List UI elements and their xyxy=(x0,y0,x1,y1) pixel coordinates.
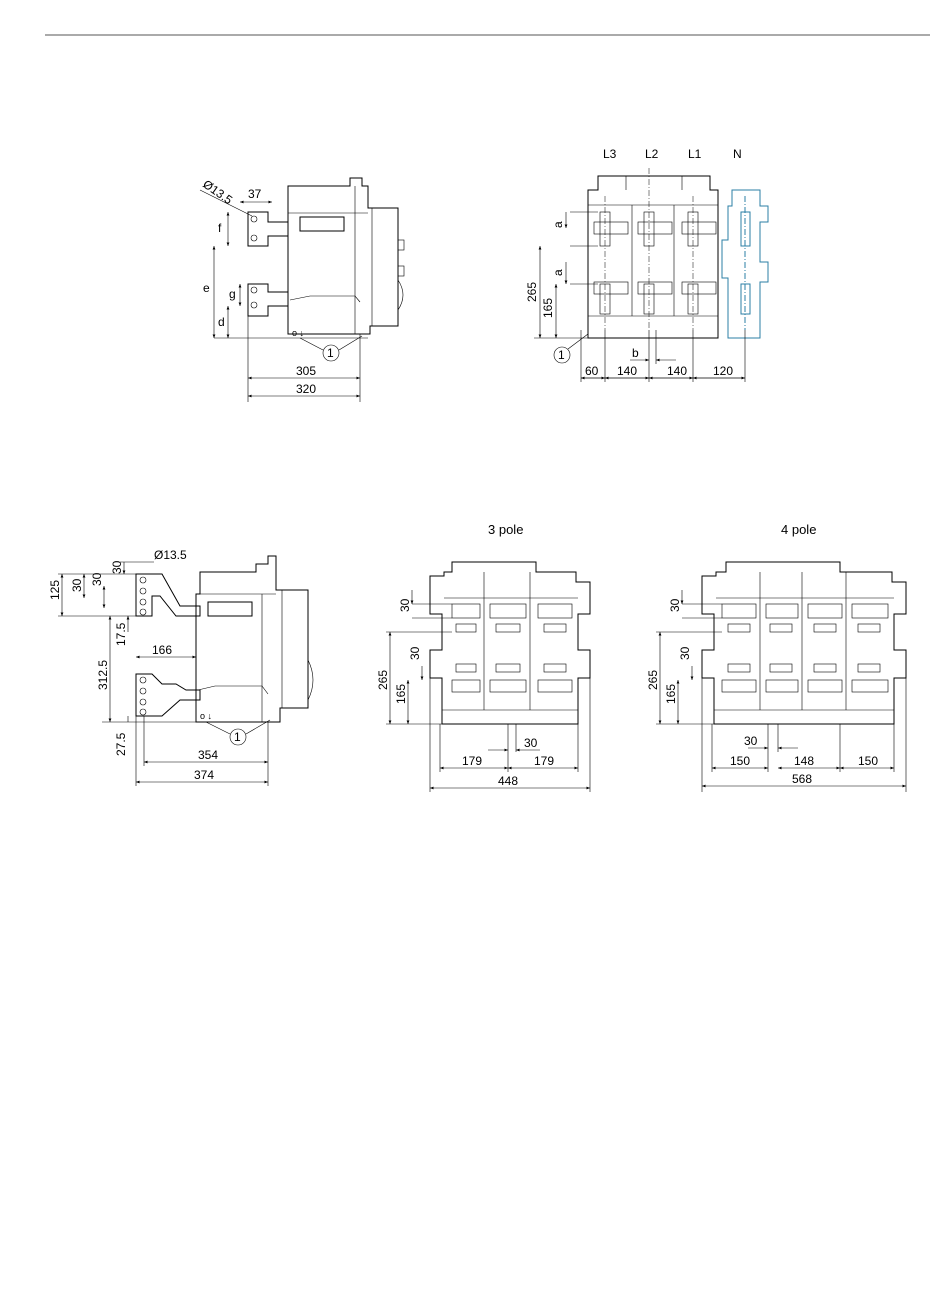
bolt-hole-icon xyxy=(140,588,146,594)
dim-17-5: 17.5 xyxy=(114,622,128,646)
dim-30-a: 30 xyxy=(70,578,84,592)
dim-265: 265 xyxy=(525,282,539,302)
three-pole-view: 3 pole 265 165 30 30 30 179 179 xyxy=(376,522,590,792)
bolt-hole-icon xyxy=(140,609,146,615)
dim-f: f xyxy=(218,221,222,235)
dim-165: 165 xyxy=(394,684,408,704)
dim-a-bottom: a xyxy=(551,269,565,276)
dim-30-w: 30 xyxy=(524,736,538,750)
dim-354: 354 xyxy=(198,748,218,762)
svg-text:o ↓: o ↓ xyxy=(292,328,304,338)
dim-320: 320 xyxy=(296,382,316,396)
dim-d: d xyxy=(218,315,225,329)
dim-60: 60 xyxy=(585,364,599,378)
dim-265: 265 xyxy=(646,670,660,690)
bolt-hole-icon xyxy=(140,688,146,694)
top-right-front-view: L3 L2 L1 N xyxy=(525,147,768,382)
dim-30-b: 30 xyxy=(90,572,104,586)
dim-140-b: 140 xyxy=(667,364,687,378)
svg-text:o ↓: o ↓ xyxy=(200,711,212,721)
dim-568: 568 xyxy=(792,772,812,786)
hole-diameter-label: Ø13.5 xyxy=(154,548,187,562)
dim-30-a: 30 xyxy=(398,598,412,612)
dim-165: 165 xyxy=(541,298,555,318)
bolt-hole-icon xyxy=(140,709,146,715)
pole-label-l2: L2 xyxy=(645,147,659,161)
bottom-left-side-view: Ø13.5 125 30 30 30 312.5 17.5 27.5 166 3… xyxy=(48,548,313,786)
dim-148: 148 xyxy=(794,754,814,768)
callout-number: 1 xyxy=(327,346,334,360)
bolt-hole-icon xyxy=(251,302,257,308)
callout-number: 1 xyxy=(558,348,565,362)
bolt-hole-icon xyxy=(251,216,257,222)
dim-30-b: 30 xyxy=(408,646,422,660)
dim-120: 120 xyxy=(713,364,733,378)
dim-166: 166 xyxy=(152,643,172,657)
three-pole-title: 3 pole xyxy=(488,522,523,537)
dim-448: 448 xyxy=(498,774,518,788)
dim-30-b: 30 xyxy=(678,646,692,660)
dim-a-top: a xyxy=(551,221,565,228)
dim-265: 265 xyxy=(376,670,390,690)
pole-label-l3: L3 xyxy=(603,147,617,161)
four-pole-view: 4 pole 265 165 30 30 30 150 xyxy=(646,522,906,792)
dim-37: 37 xyxy=(248,187,262,201)
pole-label-l1: L1 xyxy=(688,147,702,161)
bolt-hole-icon xyxy=(140,577,146,583)
dim-30-w: 30 xyxy=(744,734,758,748)
dim-305: 305 xyxy=(296,364,316,378)
dim-30-c: 30 xyxy=(110,560,124,574)
dim-27-5: 27.5 xyxy=(114,732,128,756)
callout-number: 1 xyxy=(234,730,241,744)
top-left-side-view: Ø13.5 37 f e g d 305 320 1 o ↓ xyxy=(200,177,404,402)
dim-140-a: 140 xyxy=(617,364,637,378)
four-pole-title: 4 pole xyxy=(781,522,816,537)
dim-179-b: 179 xyxy=(534,754,554,768)
dim-125: 125 xyxy=(48,580,62,600)
dim-165: 165 xyxy=(664,684,678,704)
bolt-hole-icon xyxy=(251,235,257,241)
hole-diameter-label: Ø13.5 xyxy=(200,177,235,207)
dim-b: b xyxy=(632,346,639,360)
dim-e: e xyxy=(203,281,210,295)
dim-179-a: 179 xyxy=(462,754,482,768)
bolt-hole-icon xyxy=(140,677,146,683)
dim-30-a: 30 xyxy=(668,598,682,612)
dim-374: 374 xyxy=(194,768,214,782)
dim-150-b: 150 xyxy=(858,754,878,768)
pole-label-n: N xyxy=(733,147,742,161)
bolt-hole-icon xyxy=(140,599,146,605)
dim-312-5: 312.5 xyxy=(96,660,110,690)
bolt-hole-icon xyxy=(140,699,146,705)
bolt-hole-icon xyxy=(251,287,257,293)
dim-g: g xyxy=(229,287,236,301)
dim-150-a: 150 xyxy=(730,754,750,768)
